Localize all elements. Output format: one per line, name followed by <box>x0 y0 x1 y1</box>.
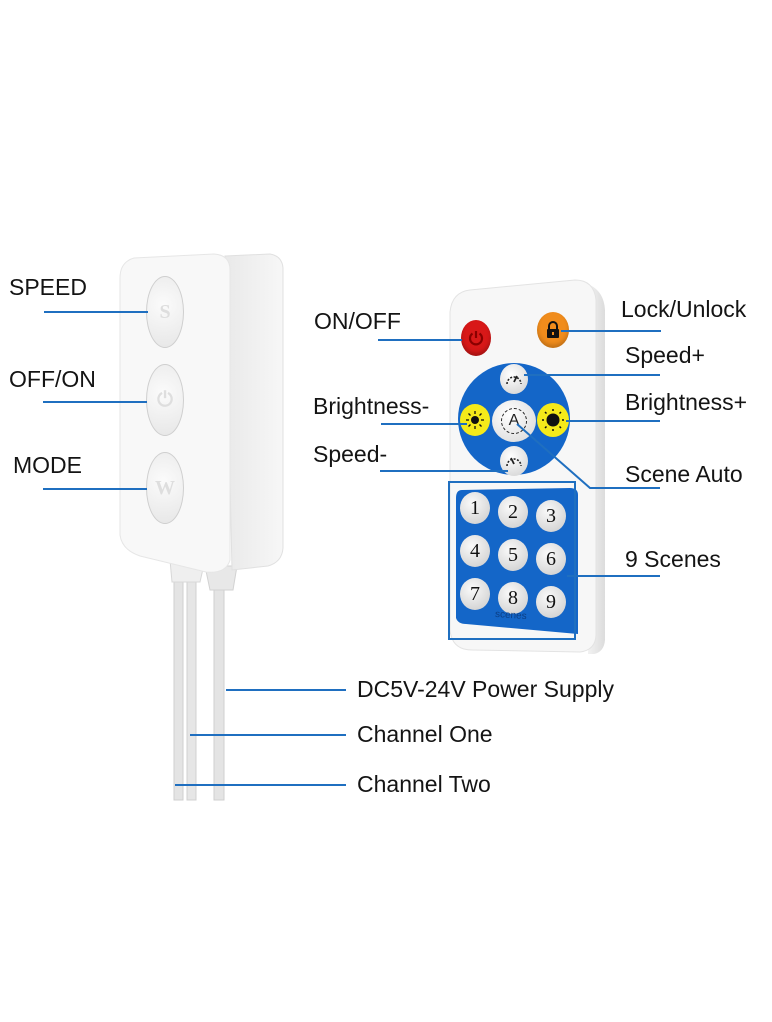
label-channel-one: Channel One <box>357 721 493 747</box>
leader-nine-scenes <box>567 575 660 577</box>
power-icon <box>468 331 484 346</box>
brightness-plus-button[interactable] <box>537 403 569 437</box>
power-button[interactable] <box>461 320 491 356</box>
leader-power-supply <box>226 689 346 691</box>
scene-key-8[interactable]: 8 <box>498 582 528 614</box>
scene-key-3[interactable]: 3 <box>536 500 566 532</box>
controller-button-glyph: ⏻ <box>157 388 173 411</box>
speedometer-icon <box>506 375 522 385</box>
controller-mode-button[interactable]: W <box>146 452 184 524</box>
leader-lock <box>561 330 661 332</box>
leader-channel-two <box>175 784 346 786</box>
leader-brightness-plus <box>566 420 660 422</box>
leader-speed-plus <box>524 374 660 376</box>
label-channel-two: Channel Two <box>357 771 491 797</box>
label-brightness-plus: Brightness+ <box>625 389 748 415</box>
scene-key-7[interactable]: 7 <box>460 578 490 610</box>
label-power-supply: DC5V-24V Power Supply <box>357 676 614 702</box>
label-speed: SPEED <box>9 274 87 300</box>
scene-key-9[interactable]: 9 <box>536 586 566 618</box>
auto-icon: A <box>501 408 527 434</box>
label-mode: MODE <box>13 452 82 478</box>
sun-large-icon <box>542 409 564 431</box>
label-power: ON/OFF <box>314 308 401 334</box>
lock-icon <box>547 321 559 338</box>
leader-power <box>378 339 462 341</box>
label-off-on: OFF/ON <box>9 366 96 392</box>
label-nine-scenes: 9 Scenes <box>625 546 721 572</box>
leader-speed <box>44 311 148 313</box>
scene-key-4[interactable]: 4 <box>460 535 490 567</box>
controller-button-glyph: W <box>155 476 175 499</box>
sun-small-icon <box>466 411 484 429</box>
leader-mode <box>43 488 147 490</box>
speed-plus-button[interactable] <box>500 364 528 394</box>
scene-pad-outline <box>448 481 576 640</box>
label-lock: Lock/Unlock <box>621 296 747 322</box>
lock-button[interactable] <box>537 312 569 348</box>
label-scene-auto: Scene Auto <box>625 461 743 487</box>
leader-speed-minus <box>380 470 508 472</box>
brightness-minus-button[interactable] <box>460 404 490 436</box>
scene-key-6[interactable]: 6 <box>536 543 566 575</box>
scene-key-5[interactable]: 5 <box>498 539 528 571</box>
leader-brightness-minus <box>381 423 467 425</box>
controller-button-glyph: S <box>159 300 171 323</box>
leader-off-on <box>43 401 147 403</box>
label-brightness-minus: Brightness- <box>313 393 430 419</box>
speedometer-icon <box>506 457 522 467</box>
leader-channel-one <box>190 734 346 736</box>
scene-key-2[interactable]: 2 <box>498 496 528 528</box>
controller-off-on-button[interactable]: ⏻ <box>146 364 184 436</box>
scene-key-1[interactable]: 1 <box>460 492 490 524</box>
label-speed-minus: Speed- <box>313 441 388 467</box>
label-speed-plus: Speed+ <box>625 342 705 368</box>
